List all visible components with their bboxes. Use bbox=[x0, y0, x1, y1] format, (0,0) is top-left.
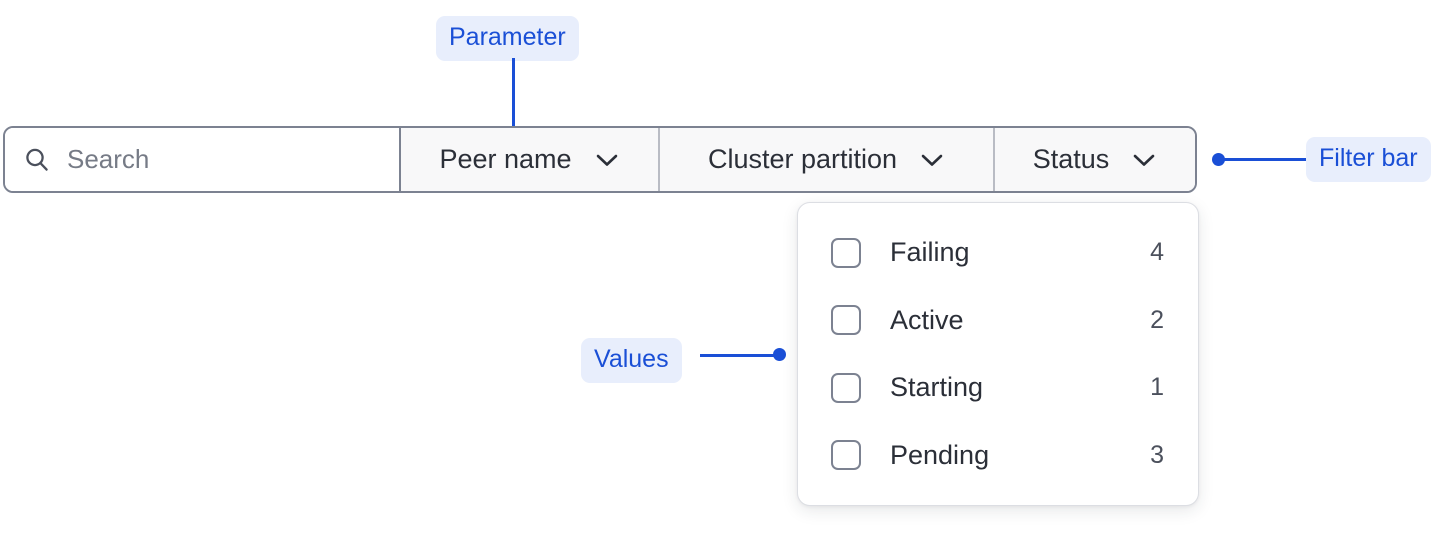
filter-dropdown-status-label: Status bbox=[1032, 144, 1110, 174]
chevron-down-icon bbox=[919, 152, 945, 168]
filter-dropdown-peer-name[interactable]: Peer name bbox=[401, 128, 660, 191]
annotation-label-parameter: Parameter bbox=[436, 16, 579, 61]
dropdown-option-pending[interactable]: Pending 3 bbox=[798, 426, 1198, 484]
dropdown-option-starting[interactable]: Starting 1 bbox=[798, 359, 1198, 417]
chevron-down-icon bbox=[594, 152, 620, 168]
dropdown-option-label: Starting bbox=[890, 372, 984, 403]
status-dropdown-panel: Failing 4 Active 2 Starting 1 Pending 3 bbox=[797, 202, 1199, 506]
annotation-connector-filter-bar bbox=[1222, 158, 1306, 161]
dropdown-option-count: 3 bbox=[1150, 440, 1164, 469]
filter-dropdown-cluster-partition-label: Cluster partition bbox=[707, 144, 898, 174]
checkbox-failing[interactable] bbox=[831, 237, 861, 268]
dropdown-option-count: 2 bbox=[1150, 305, 1164, 334]
annotation-label-filter-bar: Filter bar bbox=[1306, 137, 1431, 182]
search-icon bbox=[24, 147, 50, 173]
chevron-down-icon bbox=[1131, 152, 1157, 168]
dropdown-option-count: 4 bbox=[1150, 238, 1164, 267]
search-input[interactable] bbox=[67, 144, 367, 175]
dropdown-option-failing[interactable]: Failing 4 bbox=[798, 224, 1198, 282]
dropdown-option-count: 1 bbox=[1150, 373, 1164, 402]
filter-dropdown-peer-name-label: Peer name bbox=[439, 144, 572, 174]
filter-dropdown-status[interactable]: Status bbox=[995, 128, 1195, 191]
annotation-endpoint-values bbox=[773, 348, 786, 361]
annotation-connector-values bbox=[700, 354, 780, 357]
dropdown-option-label: Failing bbox=[890, 237, 970, 268]
checkbox-starting[interactable] bbox=[831, 372, 861, 403]
annotation-connector-parameter bbox=[512, 58, 515, 144]
dropdown-option-active[interactable]: Active 2 bbox=[798, 291, 1198, 349]
filter-bar: Peer name Cluster partition Status bbox=[3, 126, 1197, 193]
dropdown-option-label: Active bbox=[890, 304, 964, 335]
checkbox-active[interactable] bbox=[831, 305, 861, 336]
annotation-endpoint-filter-bar bbox=[1212, 153, 1225, 166]
filter-dropdown-cluster-partition[interactable]: Cluster partition bbox=[660, 128, 995, 191]
checkbox-pending[interactable] bbox=[831, 440, 861, 471]
dropdown-option-label: Pending bbox=[890, 439, 990, 470]
annotation-label-values: Values bbox=[581, 338, 682, 383]
search-field-container[interactable] bbox=[5, 128, 401, 191]
